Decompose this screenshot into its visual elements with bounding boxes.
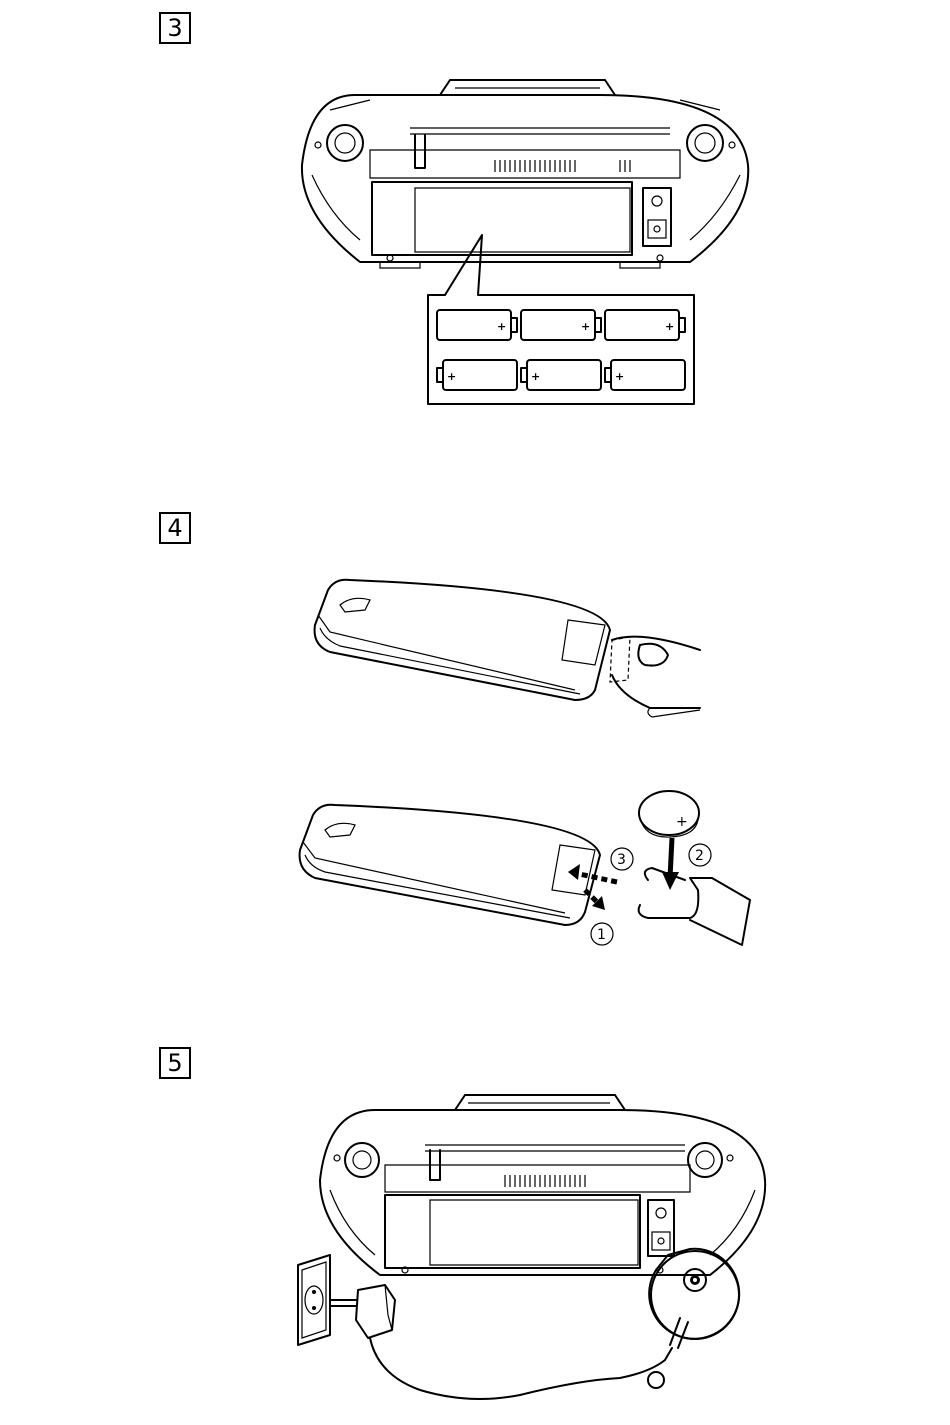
ac-adapter-icon — [330, 1285, 672, 1399]
polarity-mark: + — [497, 320, 506, 333]
polarity-mark: + — [581, 320, 590, 333]
boombox-rear-icon — [302, 80, 748, 268]
polarity-mark: + — [447, 370, 456, 383]
svg-text:1: 1 — [597, 927, 606, 943]
vent-grill — [495, 160, 630, 172]
coin-cell-icon: + — [639, 791, 699, 837]
callout-1: 1 — [591, 923, 613, 945]
wall-socket-icon — [298, 1255, 330, 1345]
remote-control-icon — [315, 580, 610, 700]
coin-cell-mark: + — [676, 814, 688, 830]
svg-text:2: 2 — [695, 848, 704, 864]
polarity-mark: + — [531, 370, 540, 383]
callout-2: 2 — [689, 844, 711, 866]
polarity-mark: + — [615, 370, 624, 383]
dc-jack-icon — [649, 1249, 739, 1348]
polarity-mark: + — [665, 320, 674, 333]
hand-icon — [610, 637, 700, 717]
callout-3: 3 — [611, 848, 633, 870]
battery-callout: + + + + + + — [428, 235, 694, 404]
svg-text:3: 3 — [617, 852, 626, 868]
remote-control-icon — [300, 805, 600, 925]
battery-tray — [639, 868, 750, 945]
